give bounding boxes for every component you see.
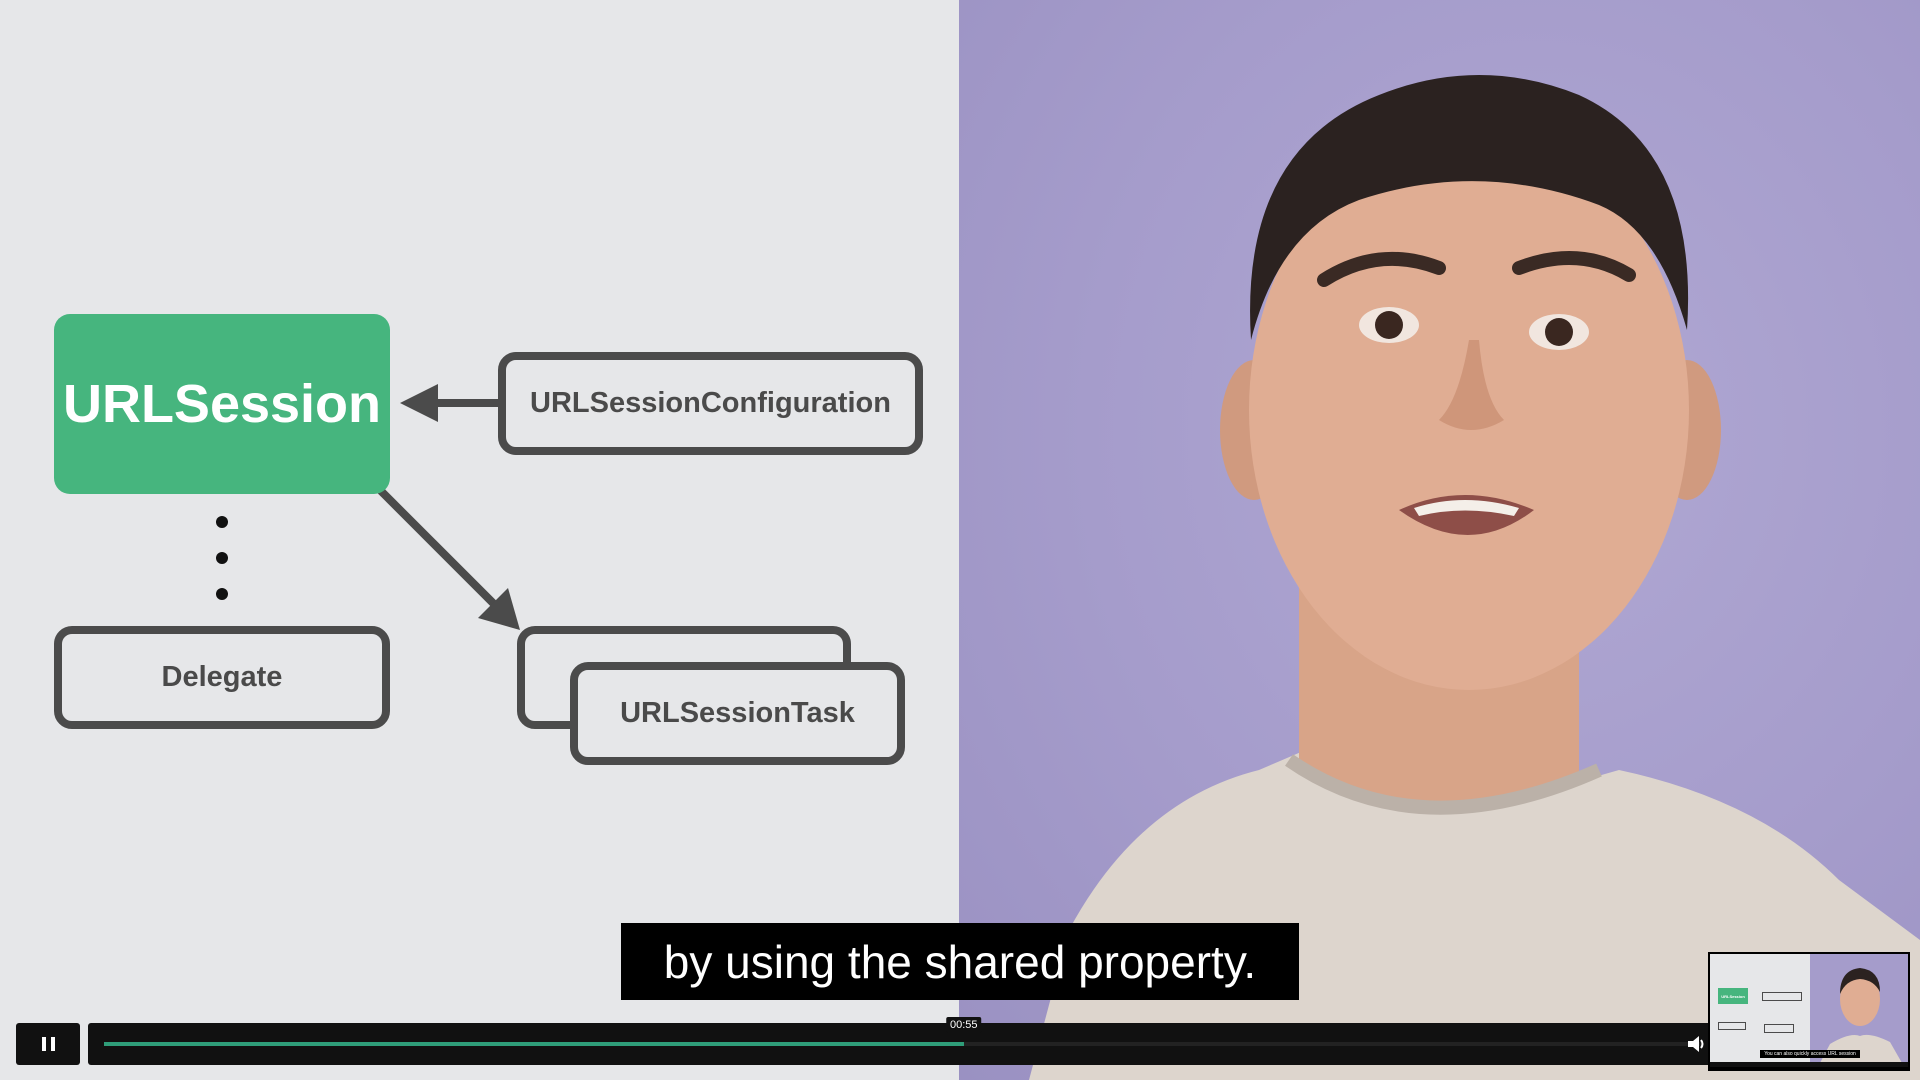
thumbnail-control-bar — [1710, 1062, 1908, 1067]
thumbnail-video — [1810, 954, 1908, 1063]
configuration-label: URLSessionConfiguration — [530, 387, 891, 419]
progress-fill — [104, 1042, 964, 1046]
task-label: URLSessionTask — [620, 697, 855, 729]
progress-bar[interactable]: 00:55 — [88, 1017, 1718, 1065]
thumbnail-task-node — [1764, 1024, 1794, 1033]
dot — [216, 588, 228, 600]
thumbnail-urlsession-node: URLSession — [1718, 988, 1748, 1004]
current-time-tooltip: 00:55 — [945, 1017, 982, 1033]
arrowhead-down-right — [478, 588, 520, 630]
arrowhead-left — [400, 384, 438, 422]
diagram-connectors — [216, 384, 520, 630]
pause-icon — [41, 1037, 55, 1051]
delegate-node: Delegate — [54, 626, 390, 729]
dot — [216, 552, 228, 564]
dot — [216, 516, 228, 528]
configuration-node: URLSessionConfiguration — [498, 352, 923, 455]
presenter-video[interactable] — [959, 0, 1920, 1080]
diagram-slide: URLSession URLSessionConfiguration Deleg… — [0, 0, 959, 1080]
thumbnail-caption: You can also quickly access URL session — [1760, 1050, 1860, 1058]
volume-button[interactable] — [1682, 1030, 1712, 1058]
urlsession-label: URLSession — [62, 374, 382, 434]
task-node: URLSessionTask — [570, 662, 905, 765]
arrow-session-to-task — [377, 487, 497, 607]
thumbnail-config-node — [1762, 992, 1802, 1001]
volume-icon — [1688, 1036, 1704, 1052]
play-pause-button[interactable] — [16, 1023, 80, 1065]
presenter-figure — [1029, 75, 1920, 1080]
thumbnail-presenter — [1820, 968, 1902, 1063]
progress-track[interactable] — [104, 1042, 1702, 1046]
subtitle-caption: by using the shared property. — [621, 923, 1299, 1000]
thumbnail-delegate-node — [1718, 1022, 1746, 1030]
thumbnail-urlsession-label: URLSession — [1721, 993, 1745, 999]
urlsession-node: URLSession — [54, 314, 390, 494]
preview-thumbnail[interactable]: URLSession You can also quickly access U… — [1708, 952, 1910, 1071]
delegate-label: Delegate — [161, 661, 283, 693]
thumbnail-slide: URLSession — [1710, 954, 1810, 1063]
